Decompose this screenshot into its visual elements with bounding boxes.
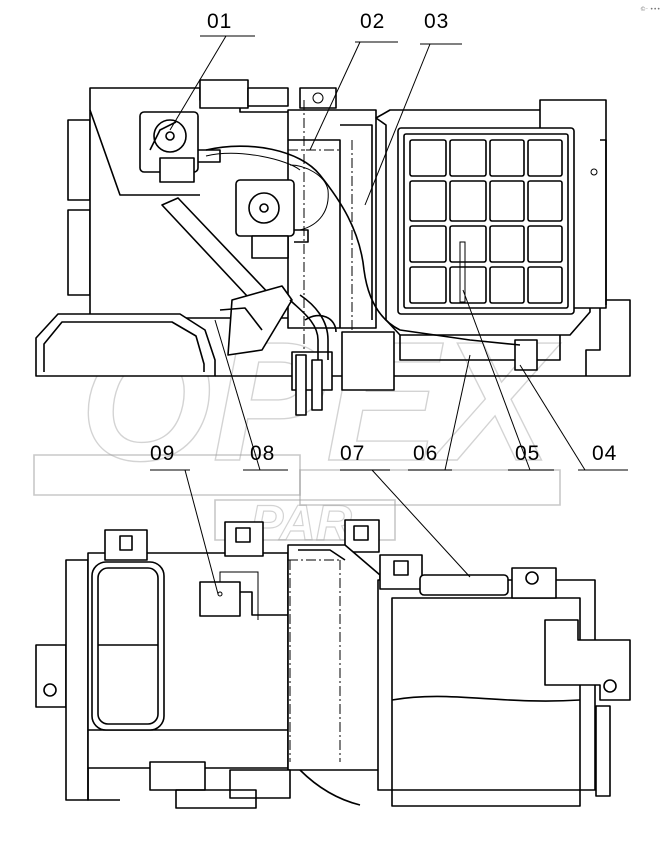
plan-view-assembly — [35, 519, 631, 809]
callout-02: 02 — [360, 10, 385, 33]
front-view-assembly — [35, 79, 631, 416]
callout-05: 05 — [515, 442, 540, 465]
callout-06: 06 — [413, 442, 438, 465]
leader-lines — [150, 35, 628, 595]
connector-box — [199, 571, 290, 620]
callout-labels: 01 02 03 04 05 06 07 08 09 — [150, 10, 617, 465]
callout-08: 08 — [250, 442, 275, 465]
callout-03: 03 — [424, 10, 449, 33]
callout-09: 09 — [150, 442, 175, 465]
filter-grid — [409, 139, 563, 304]
callout-07: 07 — [340, 442, 365, 465]
watermark-subtext: PAR — [250, 495, 352, 551]
corner-tag: ©· ••• — [640, 6, 660, 13]
callout-04: 04 — [592, 442, 617, 465]
servo-motor-upper — [139, 111, 221, 183]
callout-01: 01 — [207, 10, 232, 33]
servo-motor-middle — [235, 179, 309, 259]
